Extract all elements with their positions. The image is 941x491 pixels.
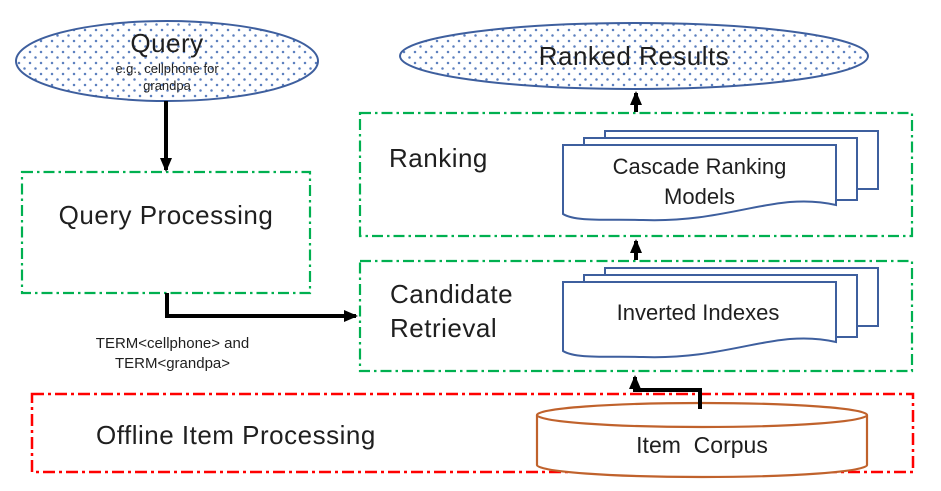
document-shape: [562, 281, 837, 359]
item-corpus-label: Item Corpus: [636, 432, 768, 458]
arrow-corpus-to-retrieval: [629, 375, 702, 409]
arrow-processing-to-retrieval: [165, 293, 358, 322]
ranking-label: Ranking: [389, 143, 488, 173]
term-annotation-line1: TERM<cellphone> and: [95, 335, 250, 352]
ranked-results-label: Ranked Results: [538, 41, 730, 71]
candidate-retrieval-line1: Candidate: [390, 279, 514, 309]
ranked-results-ellipse: [399, 22, 869, 90]
candidate-retrieval-label: Candidate Retrieval: [390, 277, 513, 345]
query-subtitle-line2: grandpa: [143, 78, 191, 93]
candidate-retrieval-line2: Retrieval: [390, 313, 498, 343]
cascade-models-label: Cascade Ranking Models: [567, 152, 832, 212]
candidate-retrieval-box: [358, 259, 914, 373]
cascade-models-line2: Models: [664, 184, 735, 209]
inverted-indexes-label: Inverted Indexes: [616, 300, 780, 325]
offline-processing-label: Offline Item Processing: [96, 420, 376, 450]
cascade-models-doc-stack: [562, 130, 879, 222]
document-shape: [562, 144, 837, 222]
query-subtitle-line1: e.g., cellphone for: [115, 61, 219, 76]
term-annotation: TERM<cellphone> and TERM<grandpa>: [70, 334, 275, 374]
query-processing-label: Query Processing: [58, 200, 274, 230]
cascade-models-line1: Cascade Ranking: [612, 154, 787, 179]
offline-processing-box: [30, 392, 915, 474]
query-processing-box: [20, 170, 312, 295]
ranking-box: [358, 111, 914, 238]
term-annotation-line2: TERM<grandpa>: [114, 355, 231, 372]
query-title: Query: [130, 28, 204, 58]
item-corpus-cylinder: [535, 401, 869, 479]
query-subtitle: e.g., cellphone for grandpa: [67, 60, 267, 94]
inverted-indexes-doc-stack: [562, 267, 879, 359]
